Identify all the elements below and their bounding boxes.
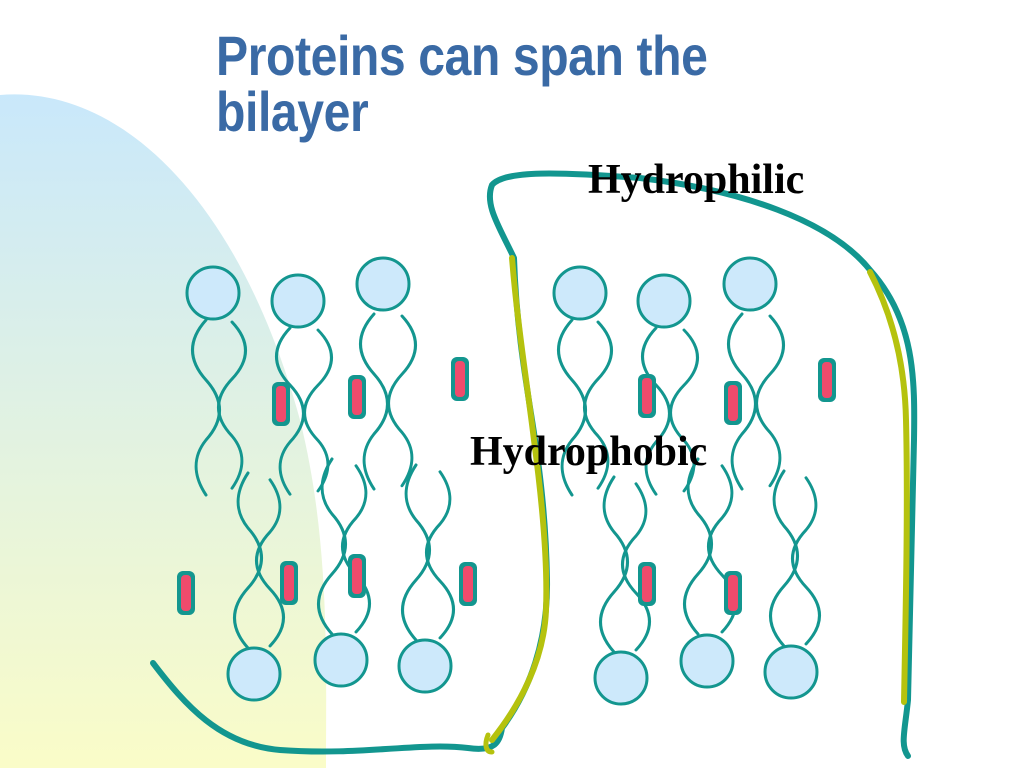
lipid-bottom-1 [226,471,285,702]
cholesterol-6 [818,358,836,402]
cholesterol-8 [280,561,298,605]
protein-strand [150,170,918,759]
lipid-bottom-4 [593,475,651,706]
background-blob [0,94,327,768]
lipid-bottom-5 [679,457,737,689]
lipid-top-2 [270,273,333,496]
slide-title: Proteins can span the bilayer [216,28,870,140]
slide-title-line-2: bilayer [216,80,369,143]
cholesterol-12 [724,571,742,615]
lipid-top-6 [722,256,785,491]
cholesterol-10 [459,562,477,606]
protein-helix-left [489,255,550,743]
cholesterol-9 [348,554,366,598]
lipid-top-4 [552,265,613,497]
lipid-bottom-6 [763,469,821,700]
hydrophobic-label: Hydrophobic [470,429,708,475]
lipid-top-3 [355,256,417,491]
hydrophilic-label: Hydrophilic [588,157,805,203]
cholesterol-3 [451,357,469,401]
lipid-bottom-3 [397,463,455,694]
cholesterol-2 [348,375,366,419]
protein-helix-right [867,269,910,705]
cholesterol-1 [272,382,290,426]
cholesterol-7 [177,571,195,615]
lipid-bottom-2 [313,457,371,688]
cholesterol-5 [724,381,742,425]
cholesterol-11 [638,562,656,606]
protein-loop-bottom-hook [483,732,495,755]
lipid-top-5 [636,273,699,496]
slide-title-line-1: Proteins can span the [216,24,708,87]
cholesterol-4 [638,374,656,418]
lipid-top-1 [185,265,247,497]
